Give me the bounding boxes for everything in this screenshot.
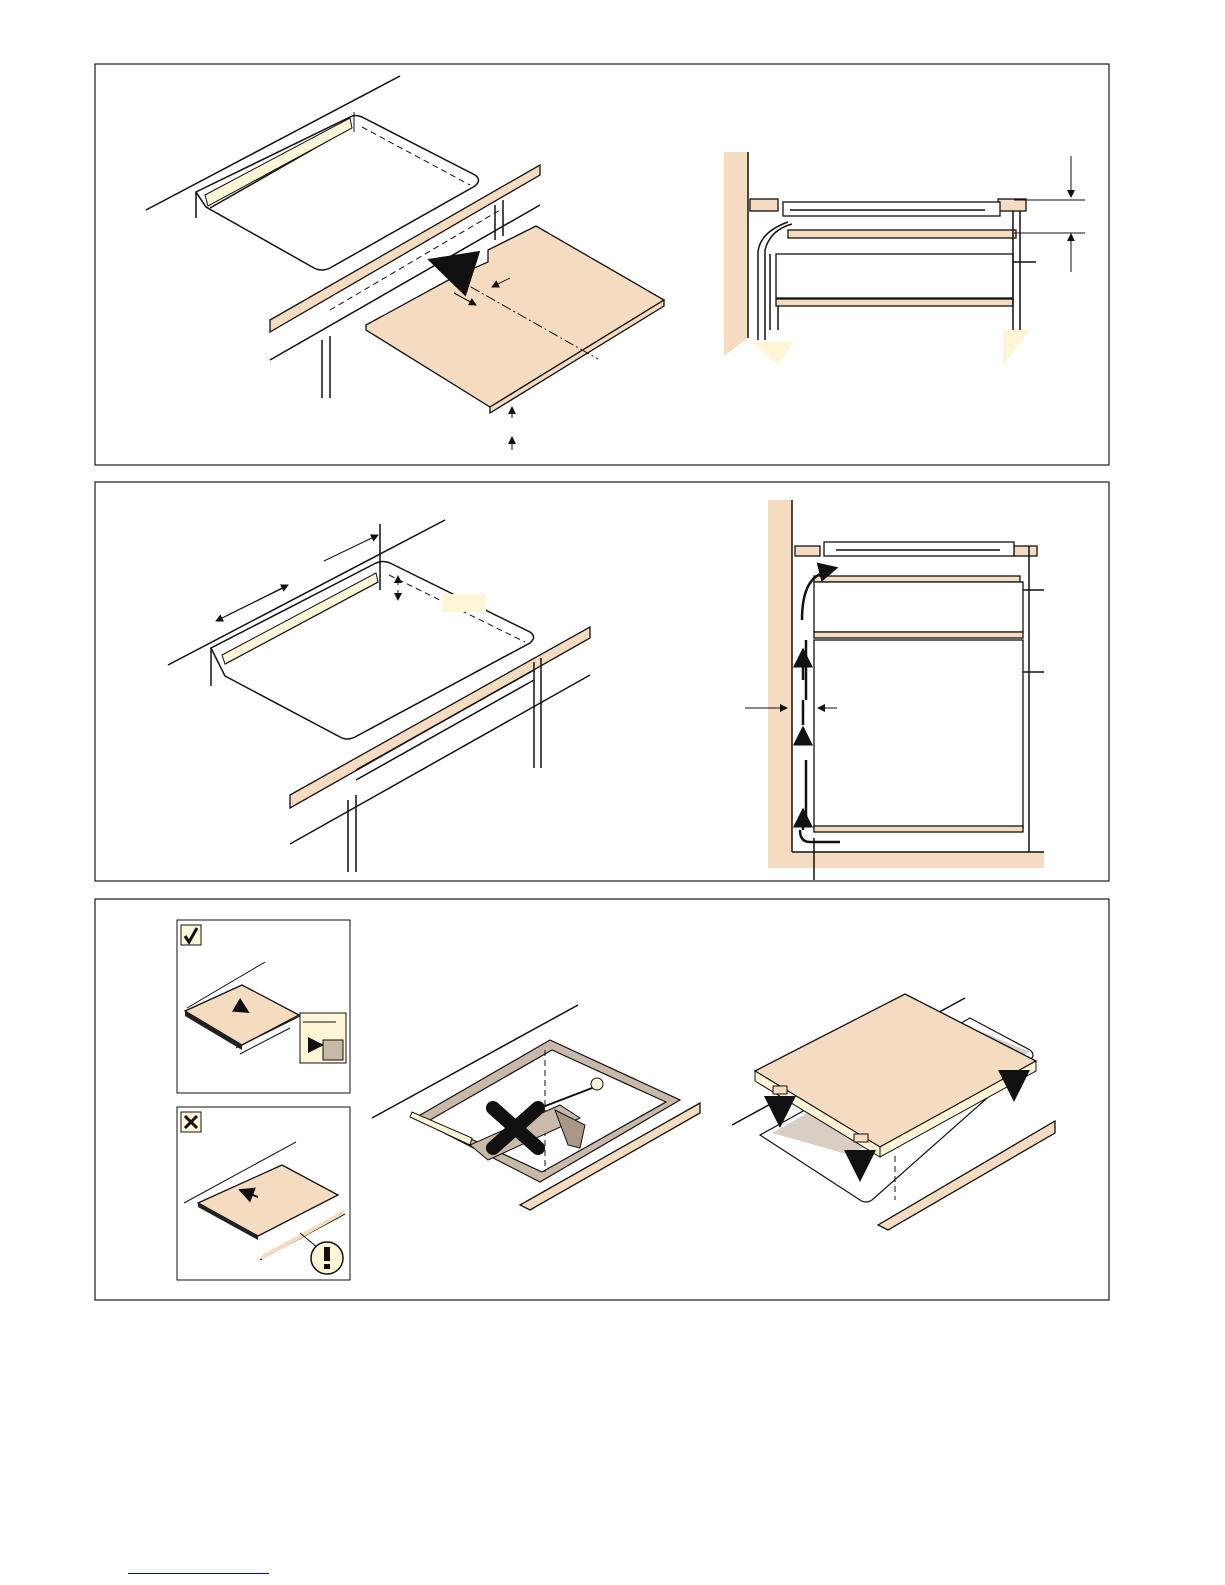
- cross-section-view: [724, 152, 1085, 366]
- cutout-isometric-view: [146, 76, 664, 450]
- cutout-clearance-view: [168, 520, 590, 872]
- arrow-left-icon: [433, 261, 455, 268]
- incorrect-position-example: [177, 1107, 350, 1280]
- no-sealant-view: [372, 1005, 700, 1210]
- footer-link-underline[interactable]: [128, 1573, 269, 1574]
- hob-insertion-view: [732, 994, 1055, 1230]
- correct-position-example: [177, 920, 350, 1093]
- air-vent-icon: [752, 342, 794, 366]
- airflow-cross-section: [745, 500, 1044, 880]
